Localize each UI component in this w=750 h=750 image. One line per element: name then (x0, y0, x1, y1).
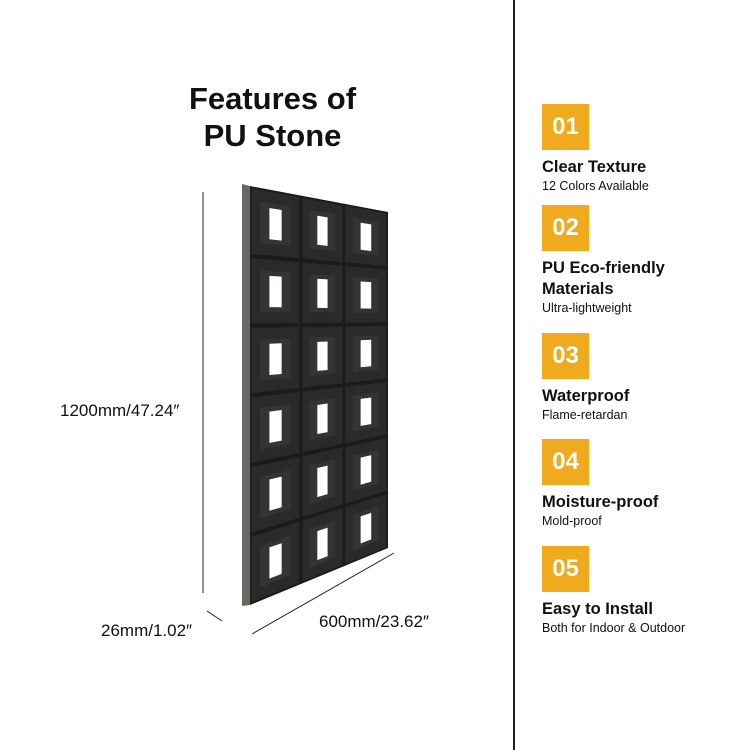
feature-subtitle: Ultra-lightweight (542, 301, 632, 315)
feature-title: Easy to Install (542, 600, 653, 618)
title-line-1: Features of (188, 81, 357, 116)
tile-window (317, 403, 328, 434)
feature-subtitle: 12 Colors Available (542, 179, 649, 193)
width-label: 600mm/23.62″ (319, 612, 429, 631)
feature-title: PU Eco-friendly Materials (542, 259, 665, 298)
feature-title: Waterproof (542, 387, 630, 405)
tile-window (317, 341, 328, 371)
feature-number-badge: 05 (542, 546, 589, 592)
height-label: 1200mm/47.24″ (60, 401, 180, 420)
feature-subtitle: Both for Indoor & Outdoor (542, 621, 686, 635)
feature-number-badge: 02 (542, 205, 589, 251)
thickness-dimension-line (206, 610, 223, 622)
tile-window (360, 222, 372, 251)
thickness-label: 26mm/1.02″ (101, 621, 193, 640)
tile-window (317, 465, 328, 498)
feature-subtitle: Mold-proof (542, 514, 602, 528)
tile-window (269, 543, 282, 579)
feature-title: Moisture-proof (542, 493, 659, 511)
panel-side-edge (242, 184, 250, 606)
feature-title: Clear Texture (542, 158, 647, 176)
tile-window (360, 397, 372, 426)
tile-window (317, 278, 328, 308)
tile-window (317, 215, 328, 246)
tile-window (269, 409, 282, 443)
tile-window (360, 512, 372, 544)
tile-window (269, 343, 282, 375)
feature-subtitle: Flame-retardan (542, 408, 628, 422)
tile-window (360, 281, 372, 309)
divider (513, 0, 515, 750)
tile-window (269, 275, 282, 308)
tile-window (317, 527, 328, 561)
feature-number-badge: 01 (542, 104, 589, 150)
feature-number-badge: 03 (542, 333, 589, 379)
tile-window (269, 476, 282, 511)
tile-window (360, 455, 372, 485)
tile-window (360, 339, 372, 368)
tile-window (269, 207, 282, 241)
width-dimension-line (251, 552, 395, 635)
pu-stone-panel (242, 184, 388, 606)
title-line-2: PU Stone (203, 118, 342, 153)
feature-number-badge: 04 (542, 439, 589, 485)
